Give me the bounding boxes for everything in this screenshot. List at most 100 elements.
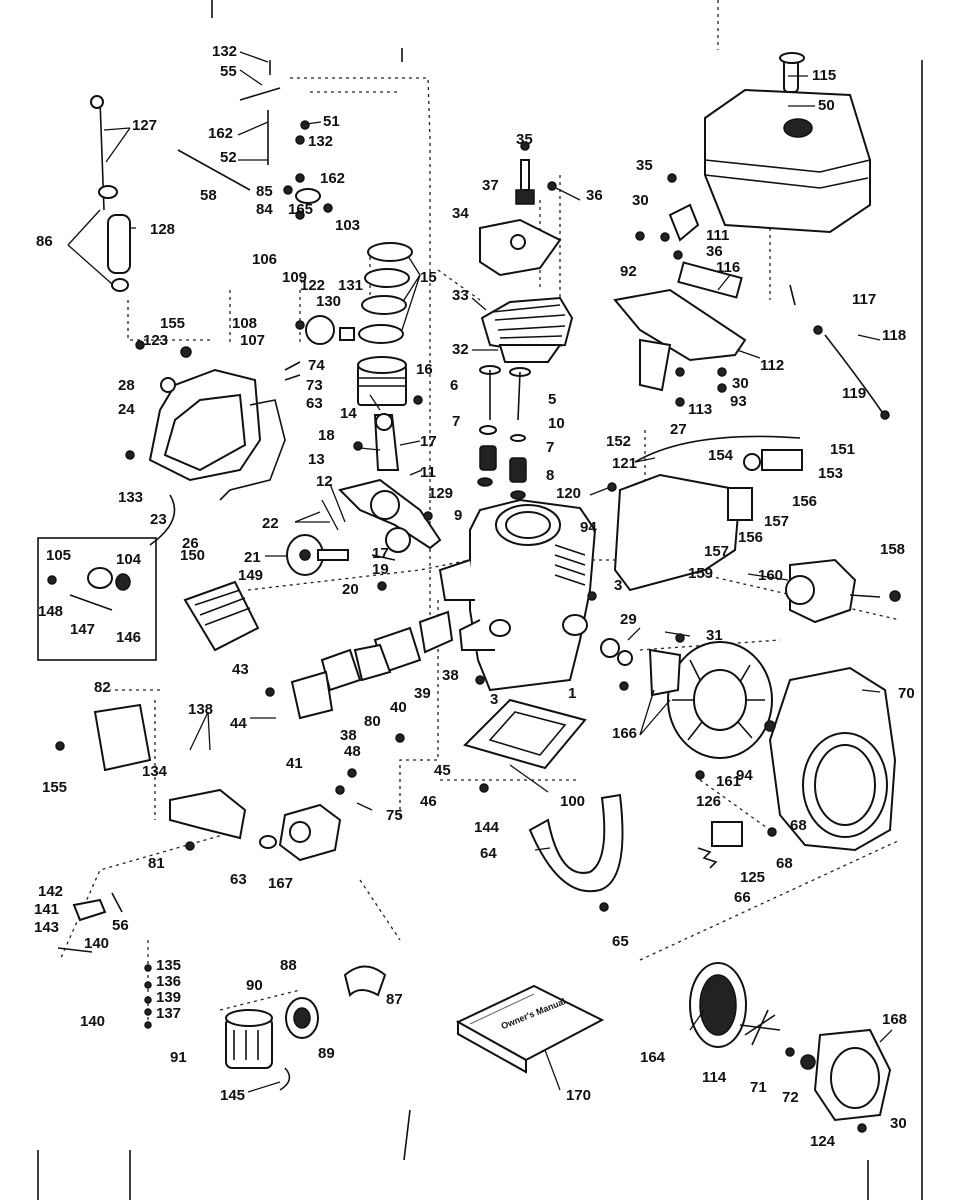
crankcase-cover	[148, 368, 286, 546]
callout-153: 153	[818, 465, 843, 482]
callout-43: 43	[232, 661, 249, 678]
callout-38: 38	[340, 727, 357, 744]
callout-109: 109	[282, 269, 307, 286]
callout-68: 68	[776, 855, 793, 872]
callout-33: 33	[452, 287, 469, 304]
callout-156: 156	[792, 493, 817, 510]
callout-105: 105	[46, 547, 71, 564]
callout-35: 35	[636, 157, 653, 174]
callout-39: 39	[414, 685, 431, 702]
starter-pawls	[739, 1009, 781, 1046]
callout-157: 157	[764, 513, 789, 530]
callout-16: 16	[416, 361, 433, 378]
callout-132: 132	[212, 43, 237, 60]
callout-80: 80	[364, 713, 381, 730]
callout-87: 87	[386, 991, 403, 1008]
callout-113: 113	[688, 401, 712, 418]
callout-150: 150	[180, 547, 205, 564]
callout-160: 160	[758, 567, 783, 584]
callout-126: 126	[696, 793, 721, 810]
callout-119: 119	[842, 385, 866, 402]
fuel-tank	[704, 52, 871, 234]
callout-32: 32	[452, 341, 469, 358]
callout-114: 114	[702, 1069, 727, 1086]
callout-168: 168	[882, 1011, 907, 1028]
callout-94: 94	[580, 519, 597, 536]
callout-68: 68	[790, 817, 807, 834]
callout-145: 145	[220, 1087, 245, 1104]
crankshaft	[338, 478, 442, 561]
callout-31: 31	[706, 627, 723, 644]
callout-58: 58	[200, 187, 217, 204]
callout-28: 28	[118, 377, 135, 394]
callout-129: 129	[428, 485, 453, 502]
callout-9: 9	[454, 507, 462, 524]
callout-128: 128	[150, 221, 175, 238]
callout-72: 72	[782, 1089, 799, 1106]
callout-162: 162	[208, 125, 233, 142]
callout-130: 130	[316, 293, 341, 310]
callout-30: 30	[890, 1115, 907, 1132]
callout-121: 121	[612, 455, 637, 472]
callout-5: 5	[548, 391, 556, 408]
callout-86: 86	[36, 233, 53, 250]
callout-89: 89	[318, 1045, 335, 1062]
callout-106: 106	[252, 251, 277, 268]
callout-14: 14	[340, 405, 357, 422]
callout-7: 7	[452, 413, 460, 430]
callout-104: 104	[116, 551, 142, 568]
callout-156: 156	[738, 529, 763, 546]
callout-35: 35	[516, 131, 533, 148]
fuel-shutoff	[57, 892, 123, 953]
gaskets	[290, 610, 454, 720]
callout-30: 30	[732, 375, 749, 392]
callout-170: 170	[566, 1087, 591, 1104]
callout-30: 30	[632, 192, 649, 209]
callout-146: 146	[116, 629, 141, 646]
callout-50: 50	[818, 97, 835, 114]
callout-139: 139	[156, 989, 181, 1006]
callout-70: 70	[898, 685, 915, 702]
fasteners	[55, 173, 867, 1133]
callout-111: 111	[706, 227, 729, 244]
callout-73: 73	[306, 377, 323, 394]
callout-135: 135	[156, 957, 181, 974]
callout-165: 165	[288, 201, 313, 218]
callout-41: 41	[286, 755, 303, 772]
engine-block	[438, 498, 597, 692]
callout-118: 118	[882, 327, 906, 344]
callout-45: 45	[434, 762, 451, 779]
callout-151: 151	[830, 441, 855, 458]
leader-lines	[67, 51, 893, 1093]
callout-17: 17	[420, 433, 437, 450]
callout-34: 34	[452, 205, 469, 222]
tank-bracket	[613, 203, 796, 392]
callout-6: 6	[450, 377, 458, 394]
callout-107: 107	[240, 332, 265, 349]
callout-147: 147	[70, 621, 95, 638]
callout-164: 164	[640, 1049, 666, 1066]
callout-132: 132	[308, 133, 333, 150]
callout-15: 15	[420, 269, 437, 286]
callout-103: 103	[335, 217, 360, 234]
callout-40: 40	[390, 699, 407, 716]
callout-117: 117	[852, 291, 876, 308]
callout-82: 82	[94, 679, 111, 696]
callout-36: 36	[586, 187, 603, 204]
intake-bracket	[169, 788, 247, 840]
callout-13: 13	[308, 451, 325, 468]
callout-159: 159	[688, 565, 713, 582]
callout-63: 63	[230, 871, 247, 888]
callout-166: 166	[612, 725, 637, 742]
cylinder-head	[480, 296, 574, 363]
owners-manual	[455, 984, 605, 1074]
callout-158: 158	[880, 541, 905, 558]
callout-123: 123	[143, 332, 168, 349]
callout-81: 81	[148, 855, 165, 872]
callout-11: 11	[420, 464, 436, 481]
callout-19: 19	[372, 561, 389, 578]
gear-pulley	[285, 997, 319, 1039]
callout-100: 100	[560, 793, 585, 810]
carburetor	[259, 803, 342, 862]
